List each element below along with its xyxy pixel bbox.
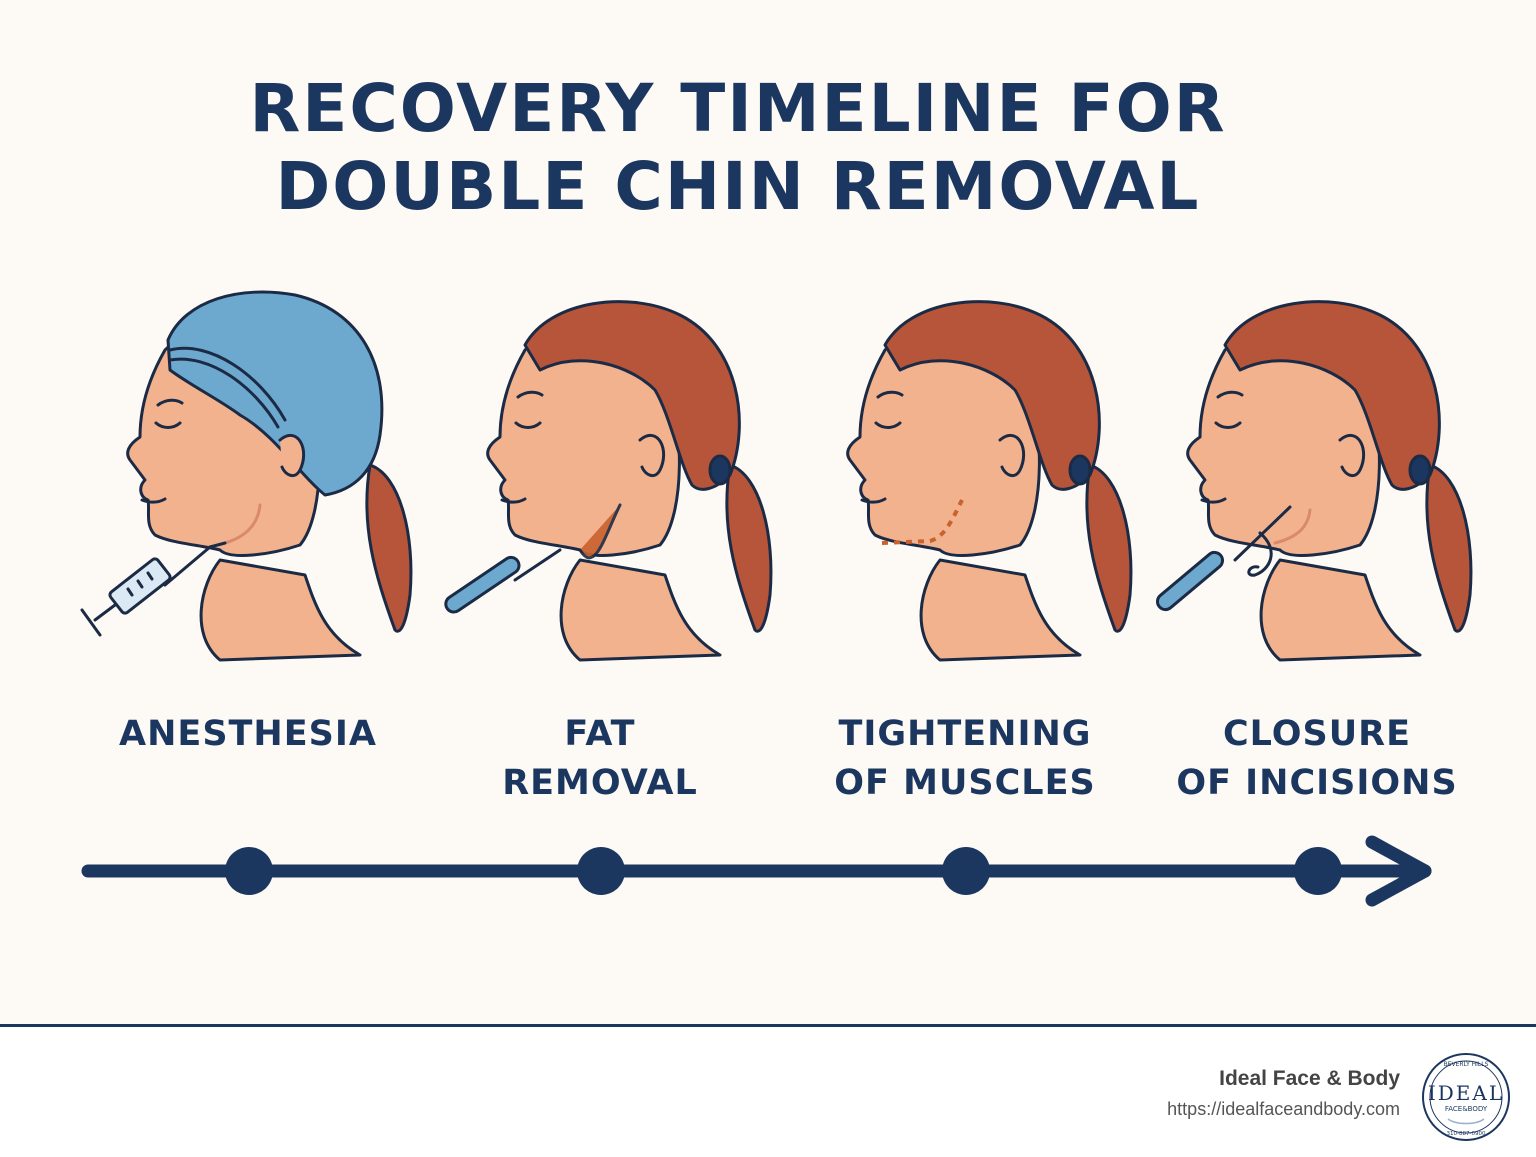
figure-fat-removal — [444, 300, 773, 662]
svg-text:IDEAL: IDEAL — [1428, 1081, 1504, 1105]
incision-marks — [881, 499, 964, 545]
title-line-1: RECOVERY TIMELINE FOR — [249, 70, 1227, 147]
brand-seal-logo: BEVERLY HILLS IDEAL FACE&BODY 310-887-09… — [1422, 1053, 1510, 1141]
syringe-icon — [80, 545, 212, 637]
brand-url[interactable]: https://idealfaceandbody.com — [1167, 1099, 1400, 1119]
svg-text:310-887-0900: 310-887-0900 — [1447, 1131, 1486, 1137]
timeline — [81, 835, 1432, 907]
title-line-2: DOUBLE CHIN REMOVAL — [275, 148, 1201, 225]
page-title: RECOVERY TIMELINE FOR DOUBLE CHIN REMOVA… — [0, 70, 1536, 226]
step-label-closure: CLOSURE OF INCISIONS — [1176, 714, 1458, 803]
timeline-dot-2 — [577, 847, 625, 895]
timeline-dot-3 — [942, 847, 990, 895]
timeline-dot-1 — [225, 847, 273, 895]
figure-closure — [1155, 300, 1473, 662]
figure-anesthesia — [80, 290, 413, 662]
step-label-fat-removal: FAT REMOVAL — [502, 714, 698, 803]
step-label-tightening: TIGHTENING OF MUSCLES — [834, 714, 1096, 803]
svg-text:FACE&BODY: FACE&BODY — [1445, 1105, 1488, 1113]
footer: Ideal Face & Body https://idealfaceandbo… — [0, 1024, 1536, 1157]
timeline-arrowhead — [1365, 835, 1432, 907]
step-label-anesthesia: ANESTHESIA — [119, 714, 377, 754]
suture-needle-icon — [1155, 505, 1292, 612]
svg-text:BEVERLY HILLS: BEVERLY HILLS — [1444, 1061, 1489, 1068]
cannula-icon — [444, 548, 562, 614]
figure-tightening — [846, 300, 1133, 662]
brand-name: Ideal Face & Body — [1219, 1067, 1400, 1090]
timeline-dot-4 — [1294, 847, 1342, 895]
